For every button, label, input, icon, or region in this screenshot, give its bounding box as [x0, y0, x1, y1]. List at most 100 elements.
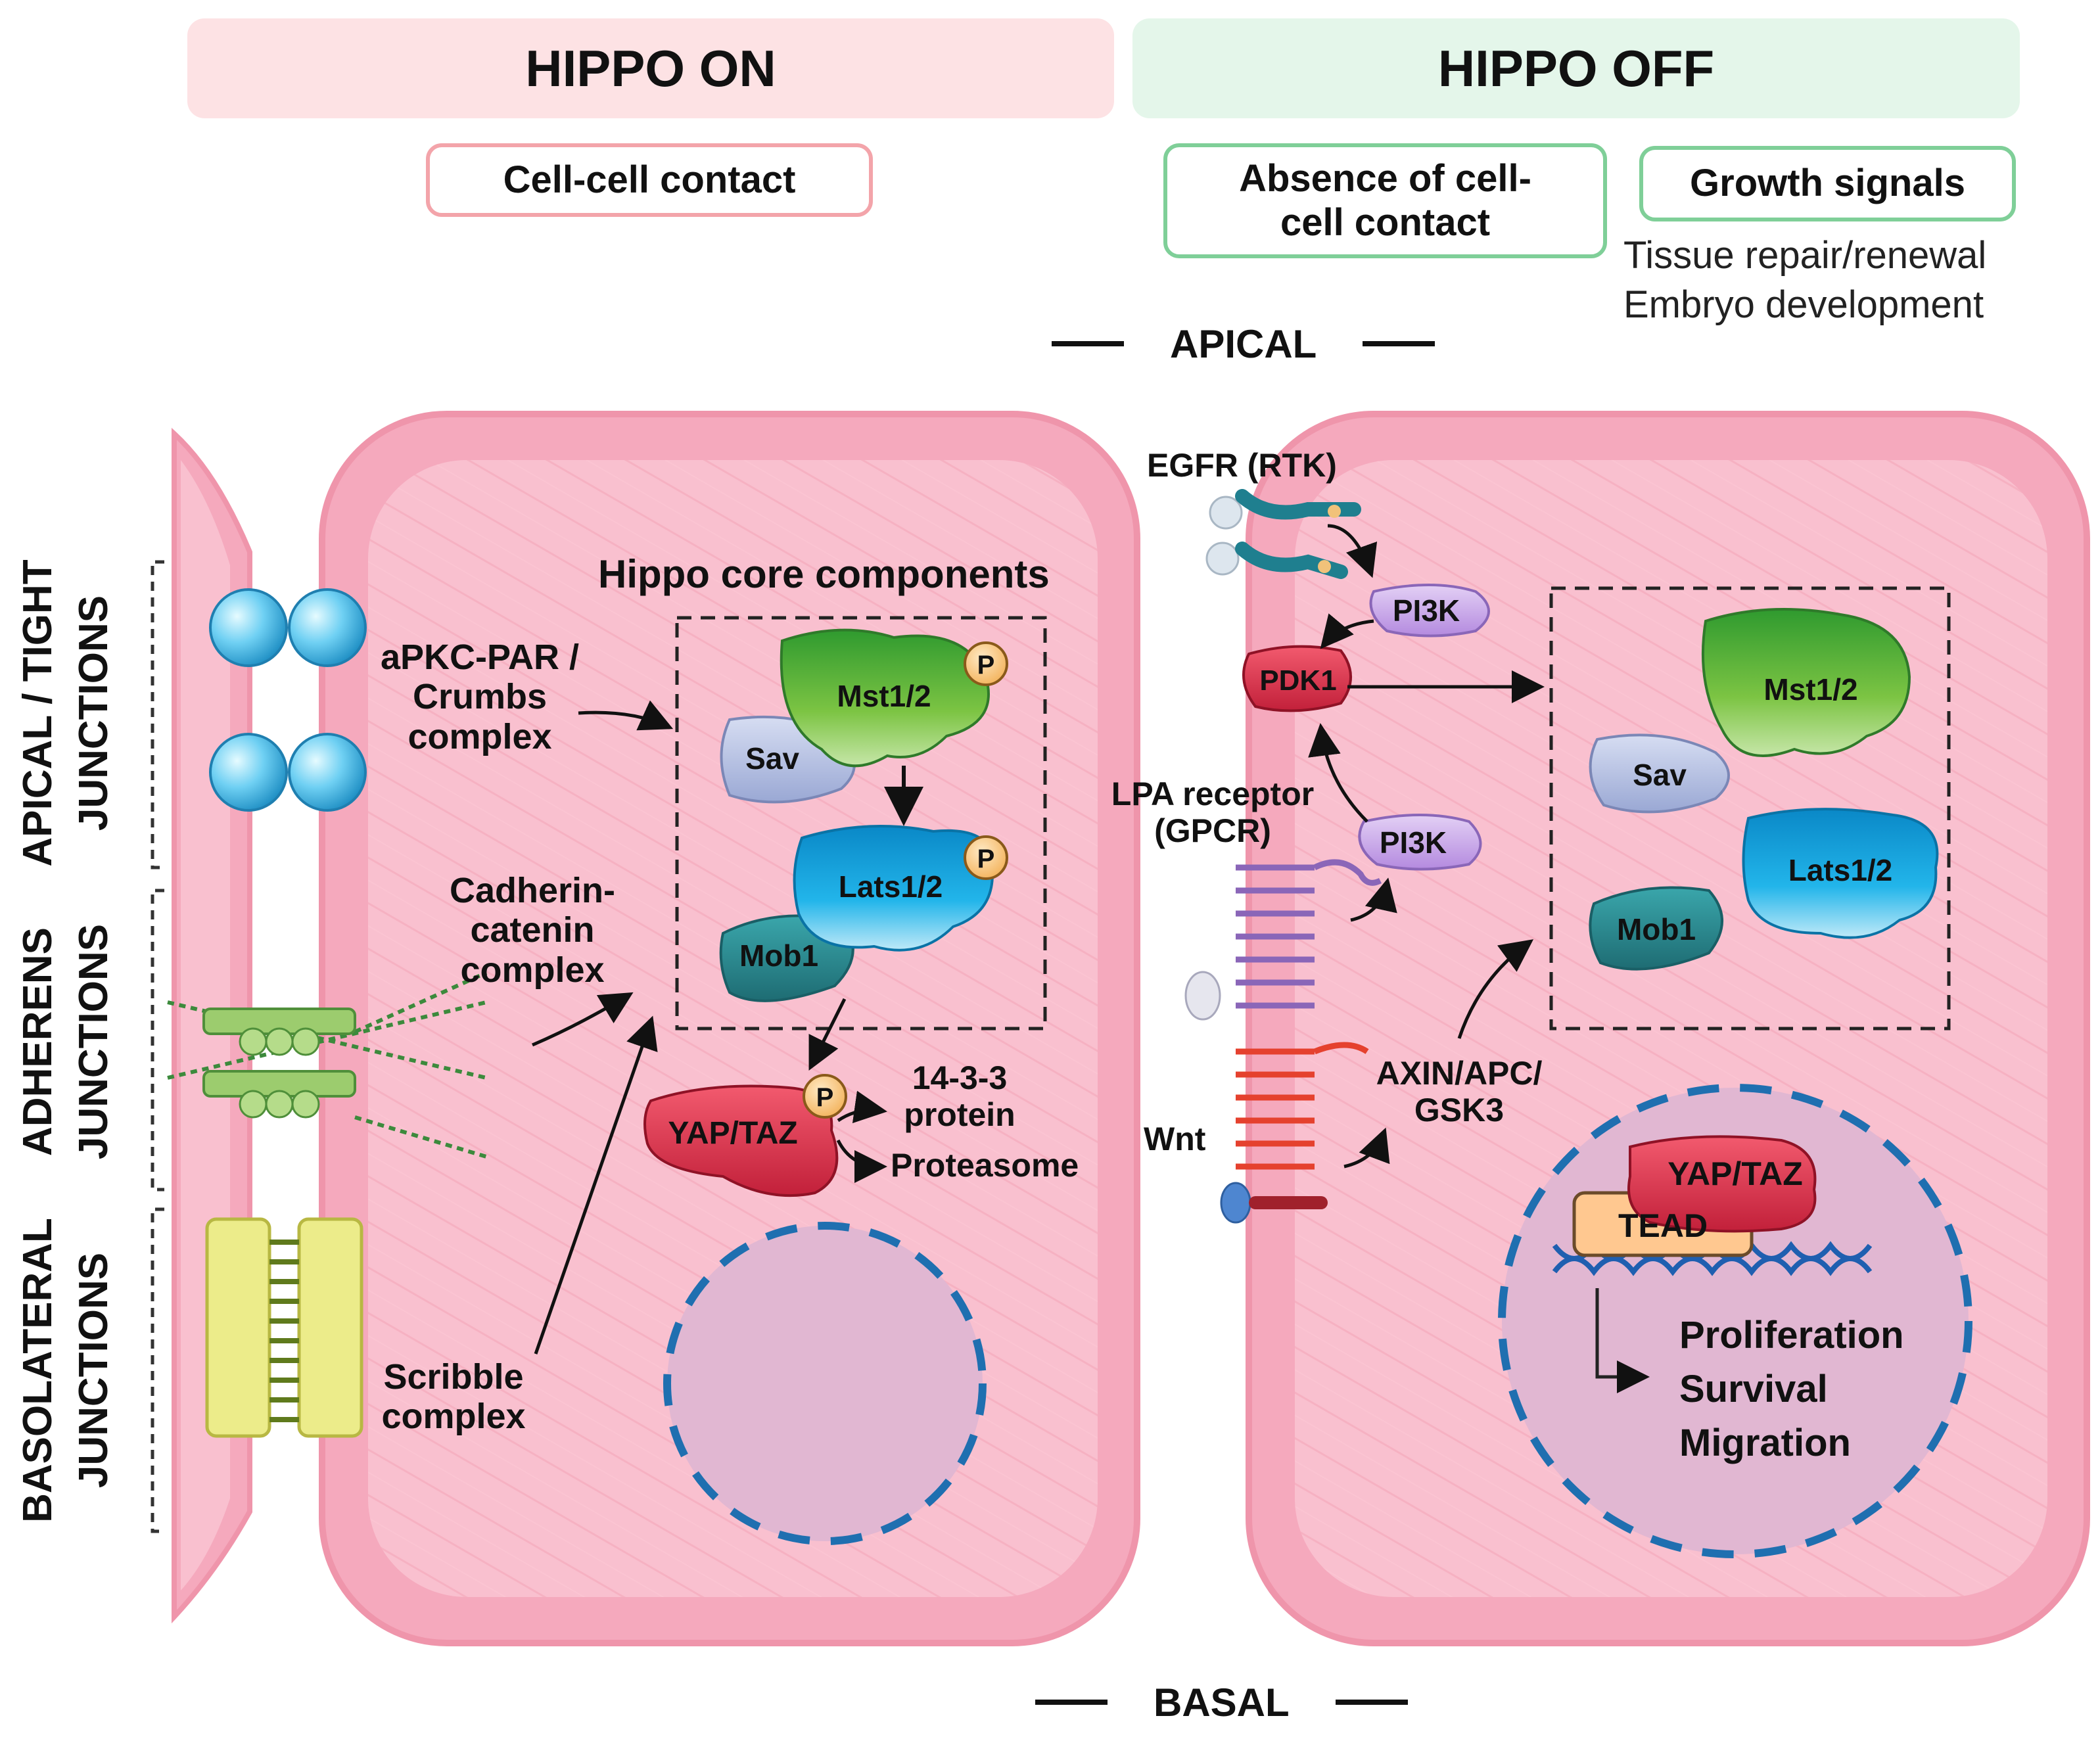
arrow-wnt-to-axin — [1343, 1127, 1390, 1169]
arrow-yap-to-proteasome — [836, 1139, 887, 1183]
left-mst-shape — [780, 628, 990, 768]
tead-label: TEAD — [1618, 1207, 1708, 1244]
right-lats-shape — [1742, 808, 1939, 939]
arrow-lats-to-yap — [808, 998, 847, 1071]
right-sav-shape — [1589, 733, 1730, 814]
core-components-title: Hippo core components — [598, 552, 1050, 596]
adherens-junction-line2: JUNCTIONS — [71, 923, 116, 1160]
axin-line1: AXIN/APC/ — [1376, 1055, 1543, 1092]
apical-junction-label: APICAL / TIGHT JUNCTIONS — [10, 555, 122, 871]
wnt-receptor-shape — [1236, 1042, 1369, 1170]
apical-junction-bracket — [151, 560, 164, 870]
basolateral-junction-line2: JUNCTIONS — [71, 1252, 116, 1489]
absence-contact-box: Absence of cell- cell contact — [1163, 143, 1607, 258]
apical-junction-line1: APICAL / TIGHT — [15, 559, 60, 867]
cell-contact-box: Cell-cell contact — [426, 143, 873, 217]
tight-junction-ball — [209, 733, 288, 812]
right-lats-label: Lats1/2 — [1788, 853, 1893, 887]
pi3k-upper-shape — [1369, 584, 1490, 638]
basal-axis: BASAL — [989, 1673, 1454, 1732]
protein-1433-line1: 14-3-3 — [912, 1059, 1008, 1096]
pdk1-label: PDK1 — [1259, 664, 1336, 697]
left-mst-phospho-badge — [964, 641, 1008, 686]
absence-contact-line2: cell contact — [1280, 200, 1491, 244]
apical-label: APICAL — [1170, 321, 1317, 366]
growth-note-tissue: Tissue repair/renewal — [1623, 234, 1987, 277]
arrow-cadherin-to-core — [532, 992, 634, 1047]
arrow-lower-pi3k-to-pdk1 — [1308, 723, 1368, 823]
lpa-line2: (GPCR) — [1154, 812, 1271, 849]
transcription-arrow — [1595, 1288, 1650, 1393]
axin-complex-label: AXIN/APC/ GSK3 — [1361, 1055, 1558, 1128]
left-mst-label: Mst1/2 — [837, 679, 931, 713]
basolateral-junction-structure — [205, 1217, 363, 1438]
right-mst-shape — [1701, 608, 1911, 757]
axin-line2: GSK3 — [1414, 1092, 1505, 1128]
left-yap-label: YAP/TAZ — [668, 1116, 797, 1151]
adherens-junction-line1: ADHERENS — [15, 927, 60, 1156]
basal-label: BASAL — [1154, 1680, 1290, 1725]
basal-dash-right — [1335, 1700, 1408, 1705]
lpa-receptor-label: LPA receptor (GPCR) — [1104, 776, 1321, 849]
right-mob-shape — [1589, 886, 1723, 971]
arrow-yap-to-1433 — [837, 1090, 887, 1124]
protein-1433-line2: protein — [904, 1096, 1015, 1133]
egfr-label: EGFR (RTK) — [1147, 447, 1337, 484]
arrow-axin-to-core — [1457, 939, 1534, 1039]
right-mst-label: Mst1/2 — [1763, 672, 1857, 707]
apkc-line2: Crumbs — [412, 677, 548, 717]
cadherin-line1: Cadherin- — [449, 871, 616, 910]
apkc-line1: aPKC-PAR / — [380, 638, 580, 677]
pi3k-lower-shape — [1358, 814, 1482, 871]
arrow-egfr-to-pi3k — [1327, 524, 1378, 578]
apical-dash-right — [1363, 341, 1435, 346]
left-yap-phospho-label: P — [816, 1083, 834, 1112]
protein-1433-label: 14-3-3 protein — [884, 1059, 1035, 1133]
right-yap-label: YAP/TAZ — [1668, 1155, 1803, 1192]
lpa-ligand-shape — [1184, 971, 1221, 1021]
basal-dash-left — [1035, 1700, 1108, 1705]
growth-signals-box: Growth signals — [1639, 146, 2016, 221]
apkc-line3: complex — [408, 716, 552, 756]
adherens-junction-structure — [167, 971, 488, 1159]
arrow-scribble-to-core — [534, 1015, 658, 1355]
tight-junction-ball — [288, 588, 367, 667]
outcome-survival: Survival — [1679, 1368, 1828, 1410]
pi3k-lower-label: PI3K — [1380, 825, 1447, 860]
outcome-proliferation: Proliferation — [1679, 1314, 1904, 1356]
wnt-ligand-shape — [1220, 1182, 1251, 1224]
hippo-on-header: HIPPO ON — [187, 18, 1114, 118]
basolateral-junction-line1: BASOLATERAL — [15, 1218, 60, 1523]
cadherin-line3: complex — [460, 950, 605, 990]
egfr-receptor-shape — [1205, 489, 1361, 579]
basolateral-junction-bracket — [151, 1207, 164, 1533]
tight-junction-ball — [209, 588, 288, 667]
pi3k-upper-label: PI3K — [1393, 593, 1460, 628]
lpa-line1: LPA receptor — [1111, 776, 1315, 812]
apical-axis: APICAL — [1006, 314, 1481, 373]
left-mst-phospho-label: P — [977, 651, 995, 680]
right-mob-label: Mob1 — [1617, 912, 1696, 946]
scribble-line2: complex — [381, 1397, 526, 1437]
right-yap-shape — [1627, 1135, 1817, 1233]
left-yap-phospho-badge — [803, 1074, 847, 1119]
outcome-migration: Migration — [1679, 1422, 1851, 1464]
absence-contact-line1: Absence of cell- — [1239, 156, 1531, 200]
left-core-box — [675, 616, 1047, 1031]
arrow-gpcr-to-pi3k — [1350, 877, 1397, 922]
right-sav-label: Sav — [1633, 758, 1687, 792]
left-nucleus — [663, 1222, 987, 1545]
arrow-apkc-to-core — [578, 700, 674, 731]
left-lats-phospho-label: P — [977, 845, 995, 873]
proteasome-label: Proteasome — [891, 1147, 1079, 1184]
left-lats-label: Lats1/2 — [839, 870, 943, 904]
left-lats-shape — [793, 825, 994, 952]
tight-junction-ball — [288, 733, 367, 812]
arrow-pi3k-to-pdk1 — [1320, 613, 1374, 649]
apical-junction-line2: JUNCTIONS — [71, 595, 116, 831]
scribble-line1: Scribble — [383, 1357, 524, 1397]
apkc-complex-label: aPKC-PAR / Crumbs complex — [375, 638, 585, 756]
apical-dash-left — [1052, 341, 1124, 346]
scribble-complex-label: Scribble complex — [375, 1357, 532, 1437]
